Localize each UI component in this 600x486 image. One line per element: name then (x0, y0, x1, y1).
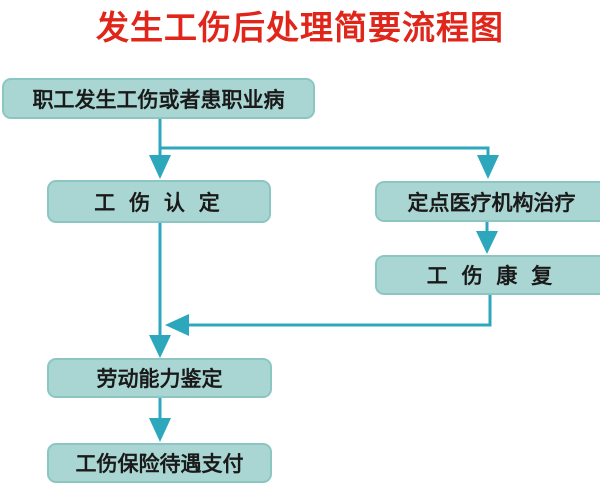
node-appraisal: 劳动能力鉴定 (47, 358, 272, 398)
edge-appraisal-payment (149, 398, 171, 442)
node-rehab: 工 伤 康 复 (375, 255, 600, 295)
page-title: 发生工伤后处理简要流程图 (96, 9, 504, 46)
edge-incident-treatment (160, 146, 499, 179)
edge-rehab-appraisal (165, 295, 492, 336)
edge-incident-recognition (149, 118, 171, 179)
node-payment: 工伤保险待遇支付 (47, 443, 272, 483)
node-treatment: 定点医疗机构治疗 (375, 181, 600, 222)
edge-recognition-appraisal (149, 222, 171, 358)
node-recognition: 工 伤 认 定 (47, 180, 271, 223)
node-incident: 职工发生工伤或者患职业病 (2, 78, 315, 119)
edge-treatment-rehab (476, 222, 498, 254)
